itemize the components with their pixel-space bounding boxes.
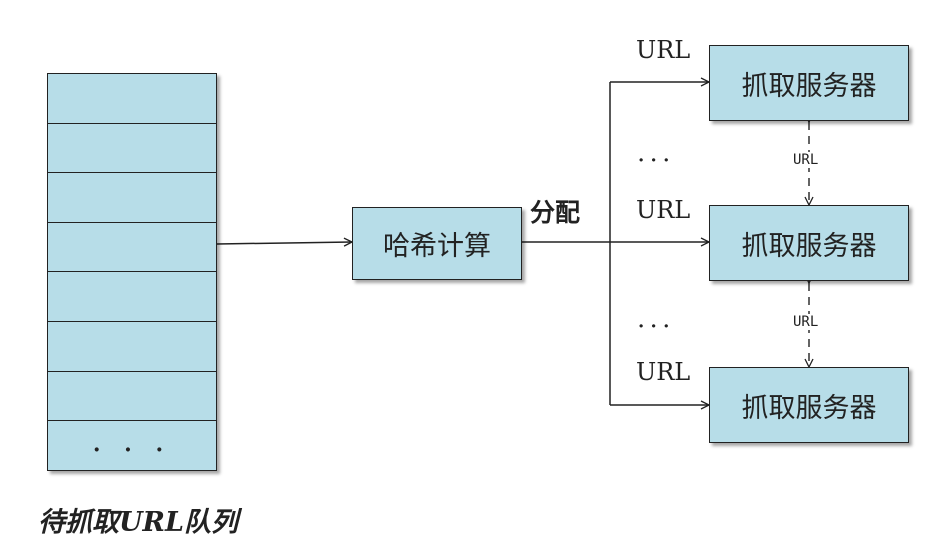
queue-to-hash-arrow: [216, 242, 352, 244]
crawl-server-label: 抓取服务器: [741, 230, 877, 262]
hash-compute-box: 哈希计算: [352, 207, 522, 280]
ellipsis-1: · · ·: [638, 150, 670, 171]
crawl-server-label: 抓取服务器: [741, 70, 877, 102]
queue-slot: [48, 124, 216, 174]
crawl-server-1: 抓取服务器: [709, 45, 909, 121]
hash-compute-label: 哈希计算: [383, 231, 491, 262]
queue-slot-more: · · ·: [48, 421, 216, 471]
crawl-server-3: 抓取服务器: [709, 367, 909, 443]
queue-slot: [48, 74, 216, 124]
queue-slot: [48, 173, 216, 223]
queue-slot: [48, 372, 216, 422]
queue-slot: [48, 272, 216, 322]
peer-link-label-1: URL: [792, 152, 820, 168]
distribute-label: 分配: [530, 198, 581, 227]
url-queue: · · ·: [47, 73, 217, 471]
crawl-server-label: 抓取服务器: [741, 392, 877, 424]
queue-slot: [48, 322, 216, 372]
edge-label-url-2: URL: [636, 196, 691, 224]
queue-caption: 待抓取URL队列: [38, 507, 238, 538]
ellipsis-2: · · ·: [638, 316, 670, 337]
queue-ellipsis: · · ·: [92, 436, 172, 463]
edge-label-url-1: URL: [636, 36, 691, 64]
queue-slot: [48, 223, 216, 273]
edge-label-url-3: URL: [636, 358, 691, 386]
peer-link-label-2: URL: [792, 314, 820, 330]
crawl-server-2: 抓取服务器: [709, 205, 909, 281]
